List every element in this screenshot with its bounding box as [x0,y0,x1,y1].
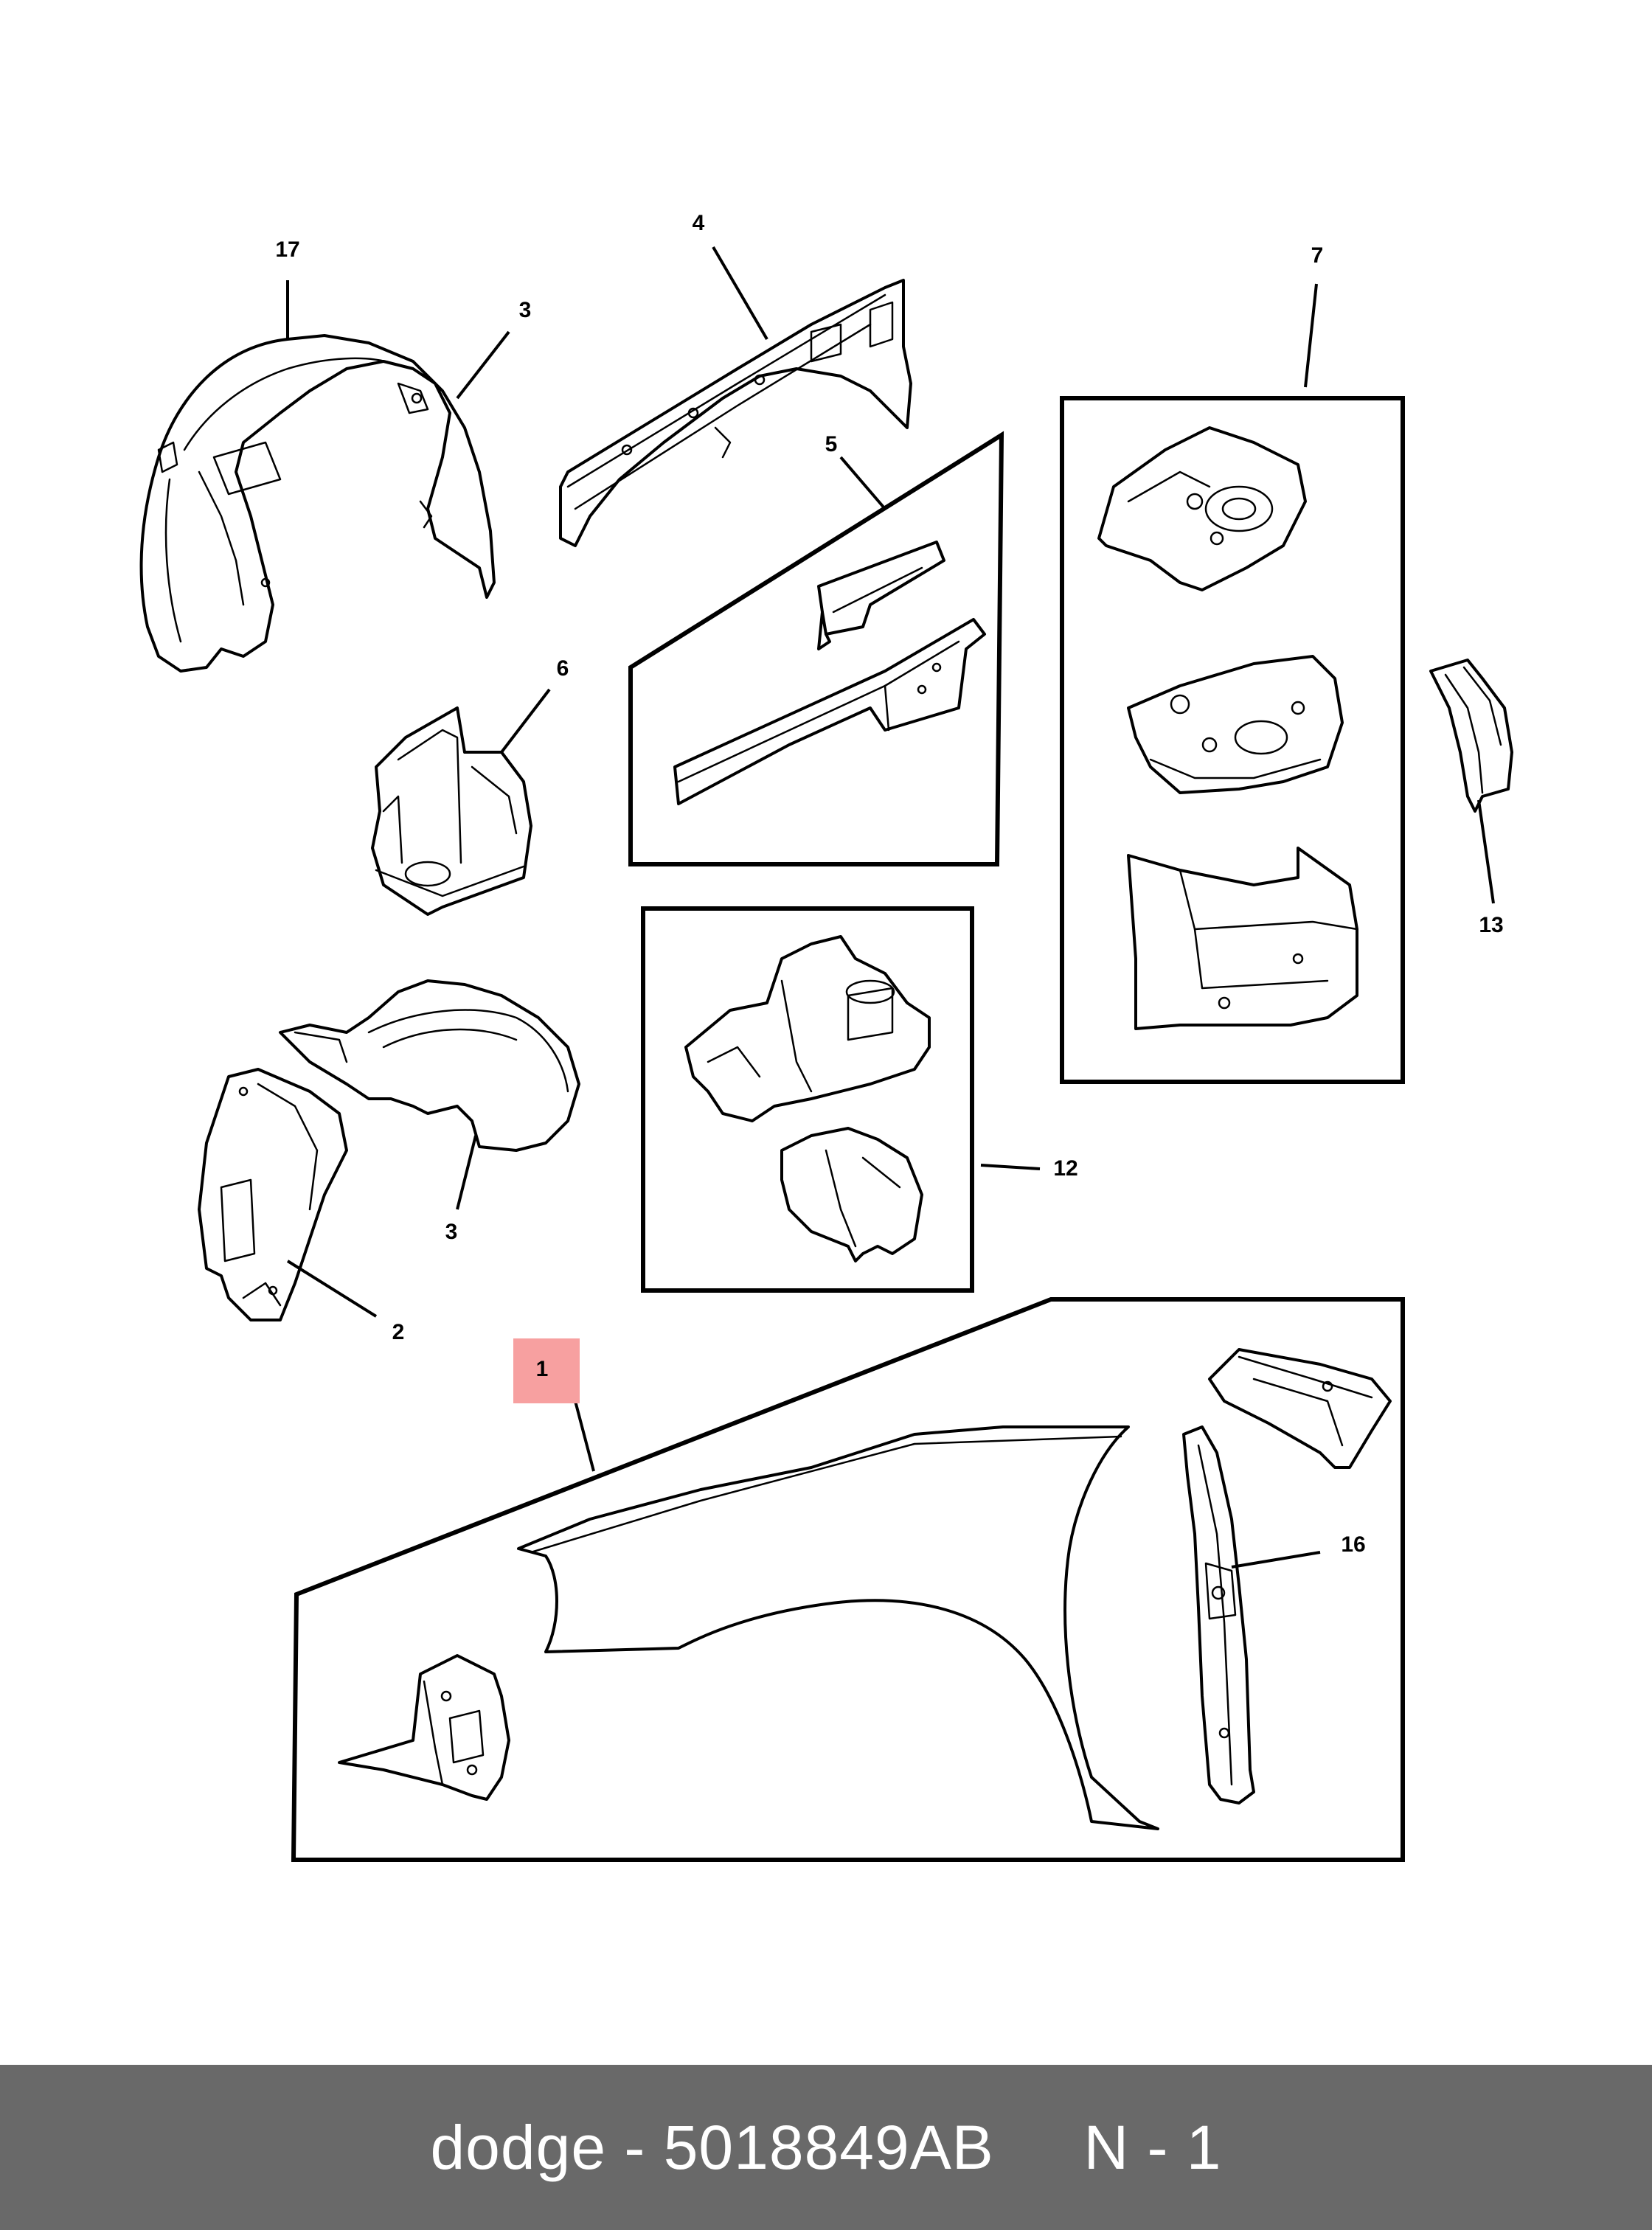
footer-separator: - [624,2112,646,2182]
callout-12: 12 [1053,1156,1077,1181]
frame-12 [641,906,974,1293]
callout-4: 4 [693,211,705,235]
fender-bracket-upper [1208,1348,1392,1469]
callout-7: 7 [1311,243,1324,268]
callout-3-upper: 3 [519,298,532,322]
callout-3-lower: 3 [445,1220,458,1244]
callout-5: 5 [825,432,838,456]
frame-5 [628,431,1004,866]
callout-2: 2 [392,1320,405,1344]
shock-tower-parts-7 [1097,426,1358,1030]
inner-structure-12 [684,935,931,1262]
fender-1 [517,1425,1159,1830]
callout-6: 6 [557,656,569,681]
fender-reinforcement-16 [1182,1425,1255,1805]
bracket-13 [1429,659,1513,813]
footer-brand: dodge [430,2112,607,2182]
footer-ref: N - 1 [1083,2112,1222,2182]
footer-caption: dodge - 5018849AB N - 1 [430,2112,1221,2184]
leader-lines [286,246,1495,1569]
callout-1-highlight [513,1338,580,1403]
parts-diagram: 1 2 3 3 4 5 6 7 12 13 16 17 [139,211,1513,1862]
fender-bracket-lower [338,1654,510,1801]
rail-assembly-5 [673,541,986,805]
wheel-liner-17 [139,334,496,673]
footer-bar: dodge - 5018849AB N - 1 [0,2065,1652,2230]
callout-1: 1 [536,1357,549,1381]
upper-rail-4 [559,279,912,547]
inner-bracket-6 [371,706,532,916]
callout-16: 16 [1341,1532,1365,1557]
footer-part-number: 5018849AB [663,2112,994,2182]
callout-17: 17 [275,237,299,262]
frame-1 [291,1297,1405,1862]
wheel-liner-2-3 [198,979,580,1321]
frame-7 [1060,396,1405,1084]
callout-13: 13 [1479,913,1503,937]
